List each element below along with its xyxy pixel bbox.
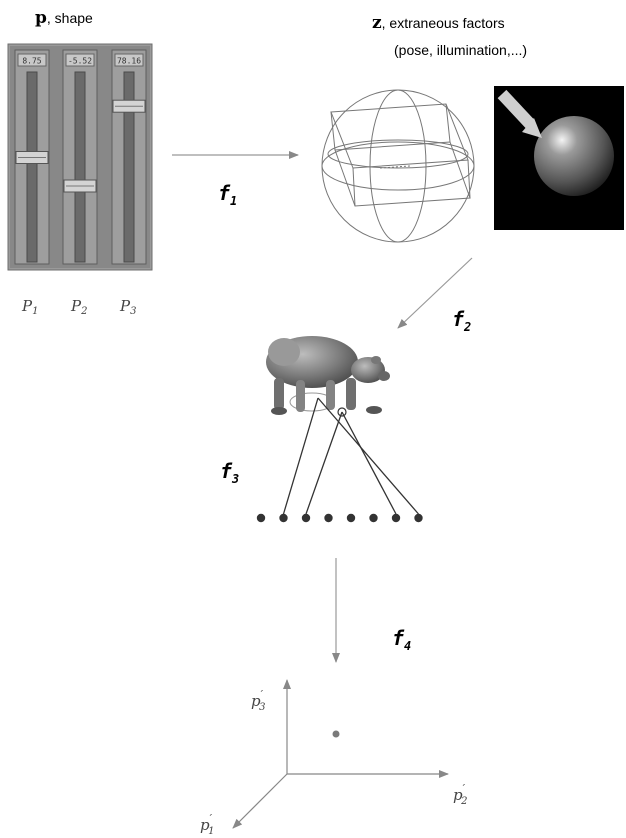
sensor-dot xyxy=(256,513,266,523)
slider-value-box xyxy=(114,53,144,67)
slider-label-p2: P2 xyxy=(70,297,87,317)
shape-slider-p1[interactable]: 8.75 xyxy=(14,49,50,265)
shape-slider-p3[interactable]: 78.16 xyxy=(111,49,147,265)
slider-value-text: -5.52 xyxy=(68,57,92,66)
output-axes xyxy=(232,679,449,829)
output-point xyxy=(332,730,340,738)
slider-value-box xyxy=(17,53,47,67)
slider-label-p3: P3 xyxy=(119,297,136,317)
function-label-f3: f3 xyxy=(220,459,239,486)
sliders-group: 8.75 -5.52 78.16 xyxy=(14,49,147,265)
sensor-dot xyxy=(279,513,288,523)
function-label-f4: f4 xyxy=(392,626,411,653)
shape-title: p, shape xyxy=(35,8,93,28)
light-direction-arrow-icon xyxy=(497,89,535,129)
bear-3d-model xyxy=(266,336,390,415)
slider-track xyxy=(123,71,135,263)
axis-label-p2: p′2 xyxy=(453,782,467,807)
extraneous-title: z, extraneous factors xyxy=(372,13,505,33)
sensor-dot xyxy=(414,513,423,523)
arrow-f2 xyxy=(397,257,473,329)
axis-label-p1: p′1 xyxy=(200,812,214,837)
pose-wireframe-sphere xyxy=(321,89,475,243)
sensor-ray xyxy=(317,397,419,515)
extraneous-subtitle: (pose, illumination,...) xyxy=(394,42,527,58)
slider-value-box xyxy=(65,53,95,67)
slider-value-text: 8.75 xyxy=(22,57,41,66)
sensor-dot xyxy=(346,513,356,523)
sensor-dot xyxy=(324,513,333,523)
sensor-dot xyxy=(301,513,311,523)
axis-label-p3: p′3 xyxy=(251,688,265,713)
axis-p1 xyxy=(232,773,288,829)
slider-label-p1: P1 xyxy=(21,297,38,317)
sensor-ray xyxy=(305,411,343,515)
function-label-f1: f1 xyxy=(218,181,237,208)
sensor-dot xyxy=(391,513,401,523)
slider-track xyxy=(26,71,38,263)
shape-slider-p2[interactable]: -5.52 xyxy=(62,49,98,265)
ray-origin xyxy=(337,407,347,417)
slider-track xyxy=(74,71,86,263)
sensor-ray xyxy=(341,411,397,515)
sensor-rays xyxy=(282,397,419,515)
illumination-render xyxy=(494,86,624,230)
slider-value-text: 78.16 xyxy=(117,57,141,66)
sensor-dot xyxy=(369,513,378,523)
function-label-f2: f2 xyxy=(452,307,471,334)
sensor-ray xyxy=(282,397,319,515)
sensor-array xyxy=(256,513,423,523)
